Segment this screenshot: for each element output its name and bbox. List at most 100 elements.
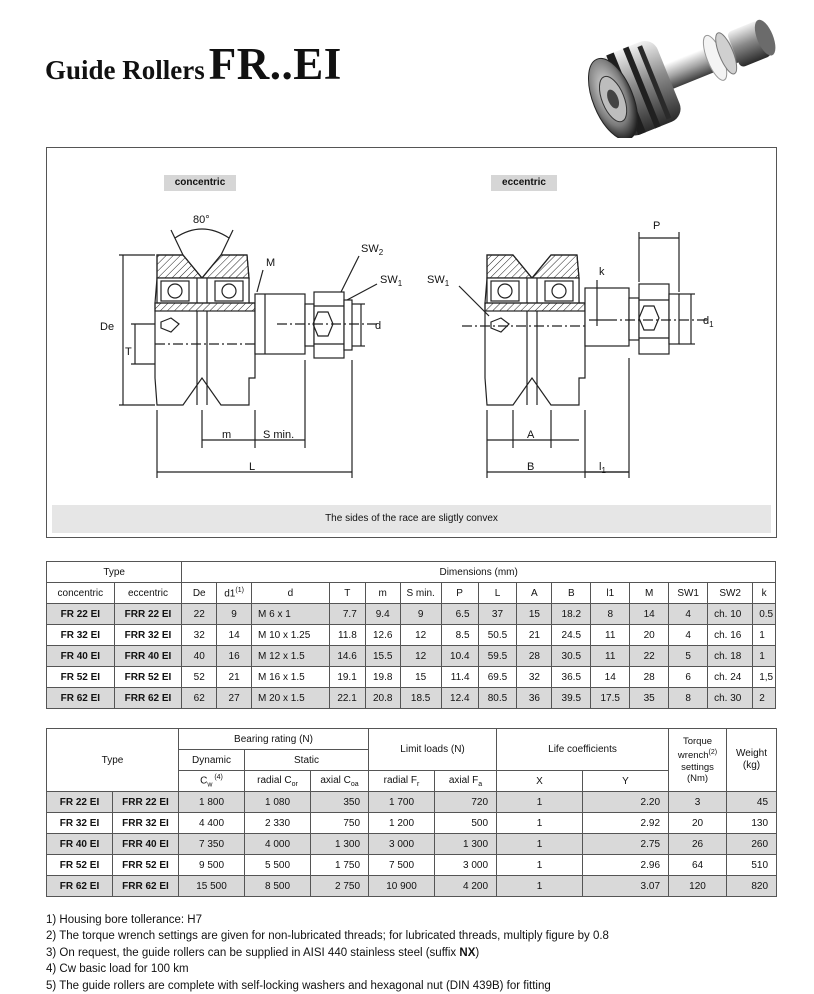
- table-cell: 350: [309, 791, 370, 813]
- concentric-type-cell: FR 40 EI: [46, 833, 113, 855]
- title-model: FR..EI: [208, 39, 342, 89]
- table-cell: ch. 16: [707, 624, 754, 646]
- col-m-thread: M: [629, 582, 670, 604]
- type-header: Type: [45, 561, 183, 583]
- table-cell: 32: [516, 666, 553, 688]
- axial-coa-header: axial Coa: [309, 770, 370, 792]
- eccentric-type-cell: FRR 32 EI: [113, 624, 183, 646]
- table-cell: 12.4: [440, 687, 479, 709]
- eccentric-type-cell: FRR 62 EI: [112, 875, 179, 897]
- col-t: T: [328, 582, 366, 604]
- bearing-rating-header: Bearing rating (N): [177, 728, 370, 750]
- table-cell: 2.96: [582, 854, 670, 876]
- l1-label: l1: [599, 461, 606, 476]
- col-d1: d1(1): [216, 582, 252, 604]
- torque-header: Torque wrench(2) settings (Nm): [668, 728, 728, 792]
- table-cell: 28: [629, 666, 670, 688]
- radial-fr-header: radial Fr: [368, 770, 436, 792]
- table-cell: 32: [181, 624, 218, 646]
- table-cell: 20: [668, 812, 728, 834]
- table-cell: 1,5: [752, 666, 776, 688]
- radial-cor-header: radial Cor: [244, 770, 311, 792]
- table-cell: 1: [496, 791, 584, 813]
- footnotes: 1) Housing bore tollerance: H7 2) The to…: [46, 912, 609, 994]
- dynamic-header: Dynamic: [178, 749, 245, 771]
- table-cell: 18.2: [551, 603, 592, 625]
- table-cell: 8 500: [244, 875, 311, 897]
- eccentric-type-cell: FRR 32 EI: [112, 812, 179, 834]
- table-cell: 27: [216, 687, 252, 709]
- s-min-label: S min.: [263, 429, 295, 441]
- table-cell: 21: [516, 624, 553, 646]
- table-cell: 1 750: [309, 854, 370, 876]
- table-cell: 14: [590, 666, 631, 688]
- concentric-type-cell: FR 40 EI: [46, 645, 115, 667]
- table-cell: 260: [726, 833, 778, 855]
- col-l1: l1: [590, 582, 631, 604]
- table-cell: 8: [668, 687, 709, 709]
- table-cell: 40: [181, 645, 218, 667]
- table-cell: 45: [726, 791, 778, 813]
- table-cell: 720: [434, 791, 498, 813]
- table-cell: 22: [181, 603, 218, 625]
- table-cell: 12.6: [364, 624, 401, 646]
- angle-label: 80°: [193, 214, 210, 226]
- table-cell: 17.5: [590, 687, 631, 709]
- table-cell: 1: [496, 875, 584, 897]
- table-cell: 22.1: [328, 687, 366, 709]
- table-cell: 36.5: [551, 666, 592, 688]
- table-cell: 14.6: [328, 645, 366, 667]
- table-cell: 1: [752, 624, 776, 646]
- page-title: Guide Rollers FR..EI: [45, 38, 342, 90]
- table-cell: 1 800: [178, 791, 245, 813]
- concentric-type-cell: FR 22 EI: [46, 603, 115, 625]
- cw-header: Cw (4): [178, 770, 245, 792]
- drawing-note: The sides of the race are sligtly convex: [52, 505, 771, 533]
- dimensions-header: Dimensions (mm): [181, 561, 776, 583]
- col-a: A: [516, 582, 553, 604]
- table-cell: 15: [399, 666, 442, 688]
- col-sw2: SW2: [707, 582, 754, 604]
- t-label: T: [125, 346, 132, 358]
- table-cell: 1 700: [368, 791, 436, 813]
- table-cell: 7 500: [368, 854, 436, 876]
- table-cell: 20: [629, 624, 670, 646]
- table-cell: 16: [216, 645, 252, 667]
- table-cell: M 12 x 1.5: [251, 645, 330, 667]
- table-cell: 6: [668, 666, 709, 688]
- table-cell: 4 400: [178, 812, 245, 834]
- sw2-label: SW2: [361, 243, 384, 258]
- table-cell: 4 000: [244, 833, 311, 855]
- concentric-type-cell: FR 52 EI: [46, 666, 115, 688]
- concentric-type-cell: FR 22 EI: [46, 791, 113, 813]
- de-label: De: [100, 321, 115, 333]
- table-cell: 59.5: [477, 645, 518, 667]
- table-cell: 11: [590, 645, 631, 667]
- eccentric-type-cell: FRR 22 EI: [112, 791, 179, 813]
- table-cell: 4 200: [434, 875, 498, 897]
- table-cell: 14: [216, 624, 252, 646]
- table-cell: 8: [590, 603, 631, 625]
- title-prefix: Guide Rollers: [45, 55, 205, 85]
- table-cell: M 20 x 1.5: [251, 687, 330, 709]
- table-cell: 15: [516, 603, 553, 625]
- table-cell: 10.4: [440, 645, 479, 667]
- table-cell: 52: [181, 666, 218, 688]
- table-cell: M 16 x 1.5: [251, 666, 330, 688]
- col-de: De: [181, 582, 218, 604]
- technical-drawing: concentric eccentric: [46, 147, 777, 538]
- axial-fa-header: axial Fa: [434, 770, 498, 792]
- table-cell: 1: [496, 854, 584, 876]
- weight-header: Weight (kg): [726, 728, 778, 792]
- table-cell: 510: [726, 854, 778, 876]
- table-cell: 1 080: [244, 791, 311, 813]
- table-cell: 9: [399, 603, 442, 625]
- table-cell: 2.75: [582, 833, 670, 855]
- table-cell: 14: [629, 603, 670, 625]
- m-dim-label: m: [222, 429, 232, 441]
- d1-label: d1: [703, 315, 714, 330]
